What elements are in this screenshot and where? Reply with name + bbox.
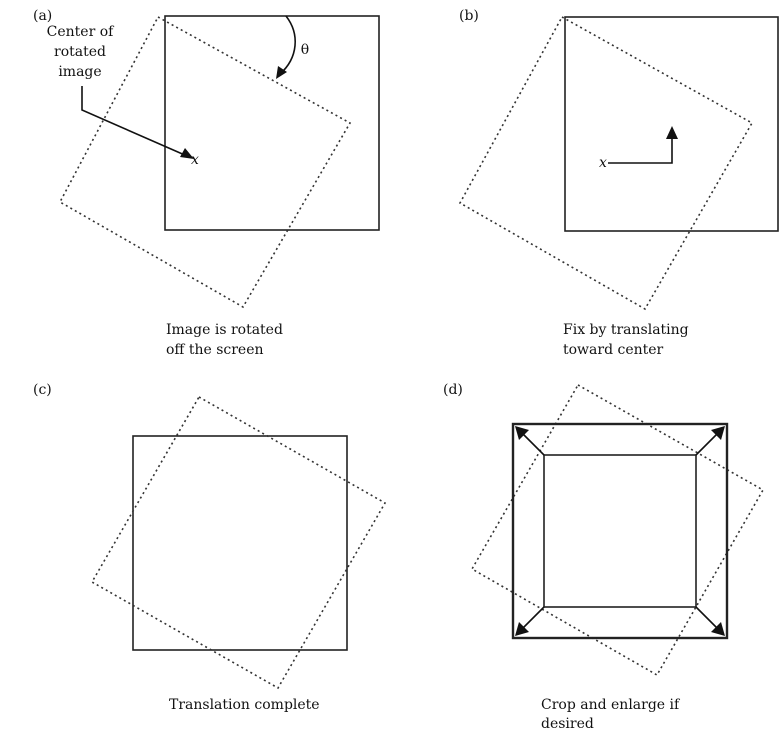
screen-frame-b [564, 16, 779, 232]
enlarge-arrowhead-top-right [711, 426, 725, 440]
panel-b: (b) x Fix by translating toward center [458, 8, 779, 358]
center-annotation-line-2: rotated [54, 44, 106, 60]
panel-a: (a) Center of rotated image x θ Image is… [33, 8, 380, 358]
translation-arrow [608, 136, 673, 164]
caption-d-line-1: Crop and enlarge if [541, 697, 681, 713]
enlarge-arrow-bottom-left [520, 606, 545, 631]
translation-arrowhead [666, 126, 678, 139]
enlarge-arrow-top-right [695, 431, 720, 456]
center-marker-a: x [191, 152, 199, 168]
center-leader-arrowhead [180, 148, 194, 159]
panel-c-tag: (c) [33, 382, 52, 398]
center-marker-b: x [599, 155, 607, 171]
enlarge-arrowhead-top-left [515, 426, 529, 440]
caption-c-line-1: Translation complete [169, 697, 320, 713]
enlarge-arrowhead-bottom-left [515, 622, 529, 636]
panel-d-tag: (d) [443, 382, 463, 398]
rotation-angle-arc [279, 15, 296, 75]
caption-b-line-2: toward center [563, 342, 664, 358]
rotated-image-outline-c [90, 395, 387, 690]
screen-frame-a [164, 15, 380, 231]
enlarge-arrow-top-left [520, 431, 545, 456]
rotated-image-outline-b [458, 15, 754, 311]
theta-label: θ [301, 42, 309, 58]
crop-region [543, 454, 697, 608]
panel-c: (c) Translation complete [33, 382, 387, 713]
enlarge-arrow-bottom-right [695, 606, 720, 631]
enlarge-arrowhead-bottom-right [711, 622, 725, 636]
caption-a-line-1: Image is rotated [166, 322, 283, 338]
screen-frame-c [132, 435, 348, 651]
center-annotation-line-3: image [58, 64, 101, 80]
rotated-image-outline-a [58, 15, 352, 309]
screen-frame-d [511, 422, 729, 640]
center-annotation-line-1: Center of [47, 24, 115, 40]
caption-d-line-2: desired [541, 716, 594, 732]
panel-b-tag: (b) [459, 8, 479, 24]
panel-d: (d) Crop and enlarge if desired [443, 382, 765, 732]
caption-a-line-2: off the screen [166, 342, 264, 358]
rotated-image-outline-d [470, 383, 765, 677]
rotation-angle-arrowhead [276, 66, 287, 79]
caption-b-line-1: Fix by translating [563, 322, 689, 338]
center-leader-arrow [81, 86, 188, 157]
panel-a-tag: (a) [33, 8, 52, 24]
